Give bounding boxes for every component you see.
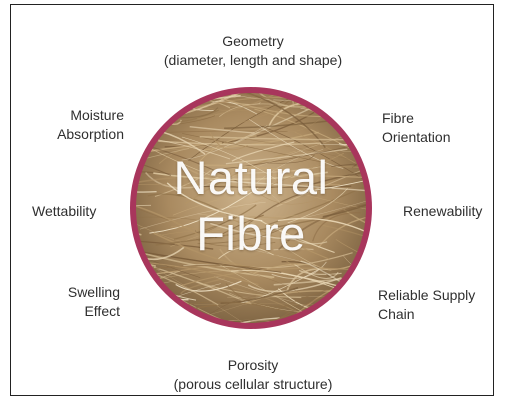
fibre-strand	[327, 83, 376, 121]
fibre-strand	[372, 286, 376, 317]
fibre-strand	[312, 324, 376, 331]
fibre-strand	[366, 108, 376, 117]
fibre-strand	[126, 287, 140, 303]
fibre-strand	[126, 90, 155, 126]
property-renewability: Renewability	[403, 202, 482, 221]
fibre-strand	[339, 83, 376, 99]
fibre-strand	[126, 315, 159, 333]
property-wettability-line1: Wettability	[32, 202, 96, 221]
property-fibre-orientation-line2: Orientation	[382, 128, 450, 147]
fibre-strand	[126, 83, 131, 87]
property-geometry: Geometry (diameter, length and shape)	[164, 32, 342, 70]
fibre-strand	[126, 83, 148, 126]
property-geometry-title: Geometry	[164, 32, 342, 51]
fibre-strand	[365, 287, 376, 302]
property-swelling-effect: Swelling Effect	[40, 283, 120, 321]
fibre-strand	[289, 330, 345, 333]
fibre-strand	[126, 271, 137, 278]
property-moisture-line1: Moisture	[30, 106, 124, 125]
fibre-strand	[313, 99, 359, 109]
property-swelling-line2: Effect	[40, 302, 120, 321]
hub-title-line2: Fibre	[126, 209, 376, 259]
fibre-strand	[143, 83, 182, 96]
property-porosity-detail: (porous cellular structure)	[174, 375, 333, 394]
fibre-strand	[126, 306, 160, 333]
property-reliable-supply-chain: Reliable Supply Chain	[378, 286, 475, 324]
property-porosity-title: Porosity	[174, 356, 333, 375]
fibre-strand	[126, 83, 199, 99]
property-geometry-detail: (diameter, length and shape)	[164, 51, 342, 70]
fibre-strand	[265, 83, 332, 84]
property-supply-line2: Chain	[378, 305, 475, 324]
property-porosity: Porosity (porous cellular structure)	[174, 356, 333, 394]
fibre-strand	[126, 137, 136, 145]
hub-title-line1: Natural	[126, 153, 376, 203]
fibre-strand	[357, 262, 376, 286]
property-supply-line1: Reliable Supply	[378, 286, 475, 305]
fibre-strand	[149, 330, 188, 333]
property-moisture-absorption: Moisture Absorption	[30, 106, 124, 144]
fibre-strand	[126, 136, 140, 149]
fibre-strand	[235, 332, 361, 333]
fibre-strand	[298, 83, 372, 86]
property-renewability-line1: Renewability	[403, 202, 482, 221]
natural-fibre-hub: Natural Fibre	[126, 83, 376, 333]
property-swelling-line1: Swelling	[40, 283, 120, 302]
fibre-strand	[126, 83, 167, 92]
property-fibre-orientation-line1: Fibre	[382, 109, 450, 128]
property-wettability: Wettability	[32, 202, 96, 221]
property-moisture-line2: Absorption	[30, 125, 124, 144]
fibre-strand	[306, 317, 376, 327]
fibre-strand	[126, 115, 144, 132]
property-fibre-orientation: Fibre Orientation	[382, 109, 450, 147]
